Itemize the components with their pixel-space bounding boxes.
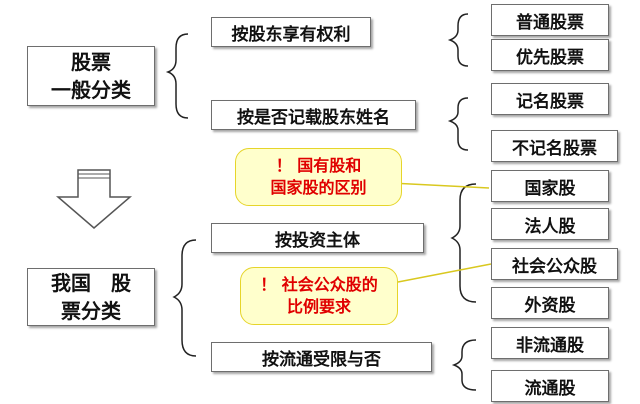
criterion-circulation: 按流通受限与否 bbox=[211, 342, 432, 372]
type-label: 流通股 bbox=[524, 378, 576, 399]
brace-rights bbox=[447, 13, 469, 67]
note-line: 国家股的区别 bbox=[270, 178, 367, 197]
type-state-shares: 国家股 bbox=[491, 170, 609, 202]
down-arrow-icon bbox=[55, 169, 133, 229]
type-bearer-stock: 不记名股票 bbox=[491, 130, 618, 162]
criterion-label: 按是否记载股东姓名 bbox=[237, 107, 390, 128]
type-label: 非流通股 bbox=[516, 335, 584, 356]
type-label: 记名股票 bbox=[516, 91, 584, 112]
criterion-label: 按投资主体 bbox=[275, 230, 360, 251]
brace-circulation bbox=[451, 339, 477, 391]
brace-name bbox=[447, 97, 469, 151]
type-foreign-shares: 外资股 bbox=[491, 287, 609, 319]
type-label: 优先股票 bbox=[516, 47, 584, 68]
type-public-shares: 社会公众股 bbox=[491, 248, 618, 280]
type-label: 国家股 bbox=[524, 178, 576, 199]
brace-general bbox=[165, 33, 189, 119]
type-label: 普通股票 bbox=[516, 12, 584, 33]
type-non-tradable-shares: 非流通股 bbox=[491, 327, 609, 359]
note-line: ！ 社会公众股的 bbox=[260, 275, 378, 294]
criterion-shareholder-rights: 按股东享有权利 bbox=[211, 17, 371, 47]
criterion-name-recorded: 按是否记载股东姓名 bbox=[211, 100, 416, 130]
criterion-investor: 按投资主体 bbox=[211, 223, 424, 253]
note-line: 比例要求 bbox=[286, 297, 351, 316]
type-legal-person-shares: 法人股 bbox=[491, 208, 609, 240]
general-title-line2: 一般分类 bbox=[51, 78, 131, 102]
note-pointer-2 bbox=[397, 263, 492, 283]
note-state-shares-difference: ！ 国有股和 国家股的区别 bbox=[235, 148, 402, 206]
china-classification-box: 我国 股 票分类 bbox=[27, 268, 155, 326]
type-label: 社会公众股 bbox=[512, 256, 597, 277]
china-title-line1: 我国 股 bbox=[51, 271, 131, 295]
type-preferred-stock: 优先股票 bbox=[491, 39, 609, 71]
type-label: 不记名股票 bbox=[512, 138, 597, 159]
type-label: 法人股 bbox=[524, 216, 576, 237]
brace-china bbox=[172, 239, 197, 357]
type-common-stock: 普通股票 bbox=[491, 4, 609, 36]
note-line: ！ 国有股和 bbox=[275, 156, 362, 175]
type-tradable-shares: 流通股 bbox=[491, 370, 609, 402]
brace-investor bbox=[450, 183, 477, 303]
type-registered-stock: 记名股票 bbox=[491, 83, 609, 115]
note-public-share-ratio: ！ 社会公众股的 比例要求 bbox=[240, 267, 398, 325]
type-label: 外资股 bbox=[524, 295, 576, 316]
china-title-line2: 票分类 bbox=[61, 299, 121, 323]
general-title-line1: 股票 bbox=[71, 50, 111, 74]
general-classification-box: 股票 一般分类 bbox=[27, 46, 155, 106]
criterion-label: 按股东享有权利 bbox=[231, 24, 351, 45]
criterion-label: 按流通受限与否 bbox=[262, 349, 381, 370]
